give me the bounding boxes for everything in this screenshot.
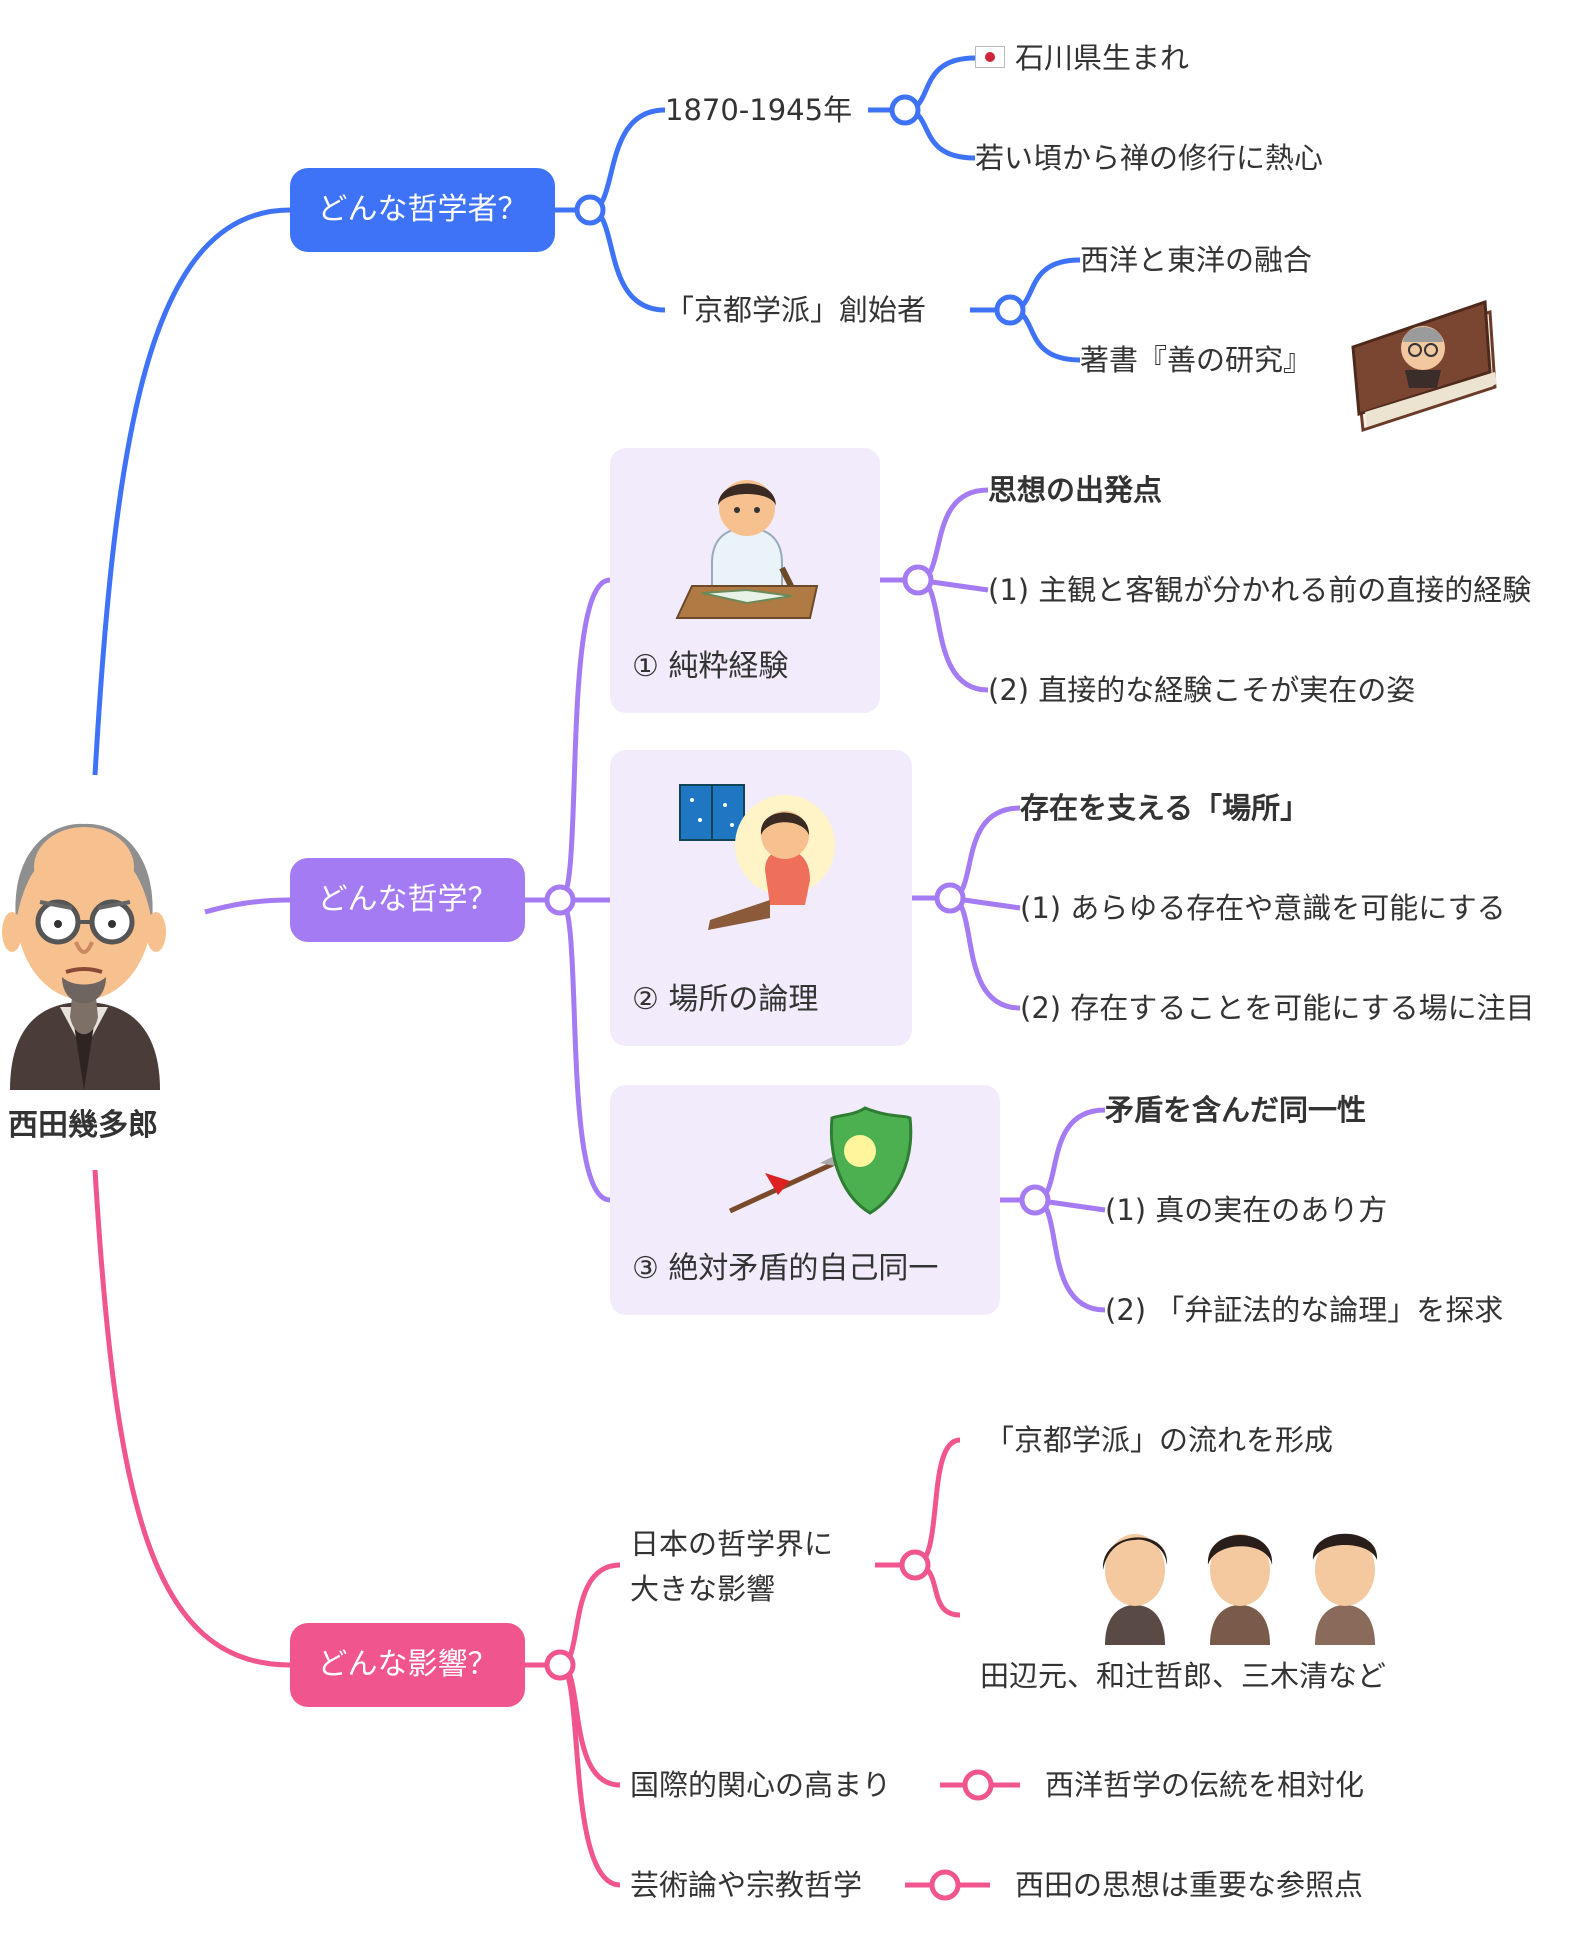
nishida-portrait bbox=[2, 823, 166, 1090]
influence-international-item: 西洋哲学の伝統を相対化 bbox=[1045, 1768, 1365, 1802]
book-icon bbox=[1351, 299, 1497, 433]
card-absolute-contradiction[interactable]: ③ 絶対矛盾的自己同一 bbox=[610, 1085, 1000, 1315]
branch-philosophy-label[interactable]: どんな哲学？ bbox=[290, 858, 525, 942]
influence-japan-line-1: 日本の哲学界に bbox=[630, 1527, 834, 1561]
logic-of-place-item-2: (2) 存在することを可能にする場に注目 bbox=[1020, 991, 1535, 1025]
kyoto-school-members: 田辺元、和辻哲郎、三木清など bbox=[980, 1659, 1387, 1693]
influence-japan-line-2: 大きな影響 bbox=[630, 1572, 776, 1606]
logic-of-place-item-1: (1) あらゆる存在や意識を可能にする bbox=[1020, 891, 1506, 925]
influence-japan: 日本の哲学界に 大きな影響 bbox=[630, 1522, 833, 1612]
influence-international: 国際的関心の高まり bbox=[630, 1768, 892, 1802]
pure-experience-item-2: (2) 直接的な経験こそが実在の姿 bbox=[988, 673, 1416, 707]
branch-who-label[interactable]: どんな哲学者？ bbox=[290, 168, 555, 252]
founder-book: 著書『善の研究』 bbox=[1080, 343, 1313, 377]
spear-and-shield-icon bbox=[728, 1106, 913, 1215]
who-years: 1870-1945年 bbox=[665, 93, 853, 127]
absolute-contradiction-item-2: (2) 「弁証法的な論理」を探求 bbox=[1105, 1293, 1504, 1327]
absolute-contradiction-title: 矛盾を含んだ同一性 bbox=[1105, 1093, 1367, 1127]
sitting-boy-icon bbox=[679, 784, 835, 930]
card-pure-experience[interactable]: ① 純粋経験 bbox=[610, 448, 880, 713]
disciples-portraits-icon bbox=[1102, 1533, 1378, 1645]
branch-influence-label[interactable]: どんな影響？ bbox=[290, 1623, 525, 1707]
card-logic-of-place-label: ② 場所の論理 bbox=[632, 982, 819, 1017]
who-birthplace: 石川県生まれ bbox=[975, 40, 1189, 76]
absolute-contradiction-item-1: (1) 真の実在のあり方 bbox=[1105, 1193, 1388, 1227]
influence-art: 芸術論や宗教哲学 bbox=[630, 1868, 863, 1902]
card-logic-of-place[interactable]: ② 場所の論理 bbox=[610, 750, 912, 1046]
influence-art-item: 西田の思想は重要な参照点 bbox=[1015, 1868, 1364, 1902]
pure-experience-item-1: (1) 主観と客観が分かれる前の直接的経験 bbox=[988, 573, 1532, 607]
who-founder: 「京都学派」創始者 bbox=[665, 293, 927, 327]
card-pure-experience-label: ① 純粋経験 bbox=[632, 649, 789, 684]
card-absolute-contradiction-label: ③ 絶対矛盾的自己同一 bbox=[632, 1251, 939, 1286]
founder-east-west: 西洋と東洋の融合 bbox=[1080, 243, 1313, 277]
pure-experience-title: 思想の出発点 bbox=[988, 473, 1163, 507]
logic-of-place-title: 存在を支える「場所」 bbox=[1020, 791, 1310, 825]
japan-flag-icon bbox=[975, 46, 1005, 68]
who-zen: 若い頃から禅の修行に熱心 bbox=[975, 141, 1324, 175]
center-name: 西田幾多郎 bbox=[8, 1108, 158, 1143]
kyoto-school-formation: 「京都学派」の流れを形成 bbox=[985, 1423, 1334, 1457]
studying-boy-icon bbox=[675, 480, 819, 619]
